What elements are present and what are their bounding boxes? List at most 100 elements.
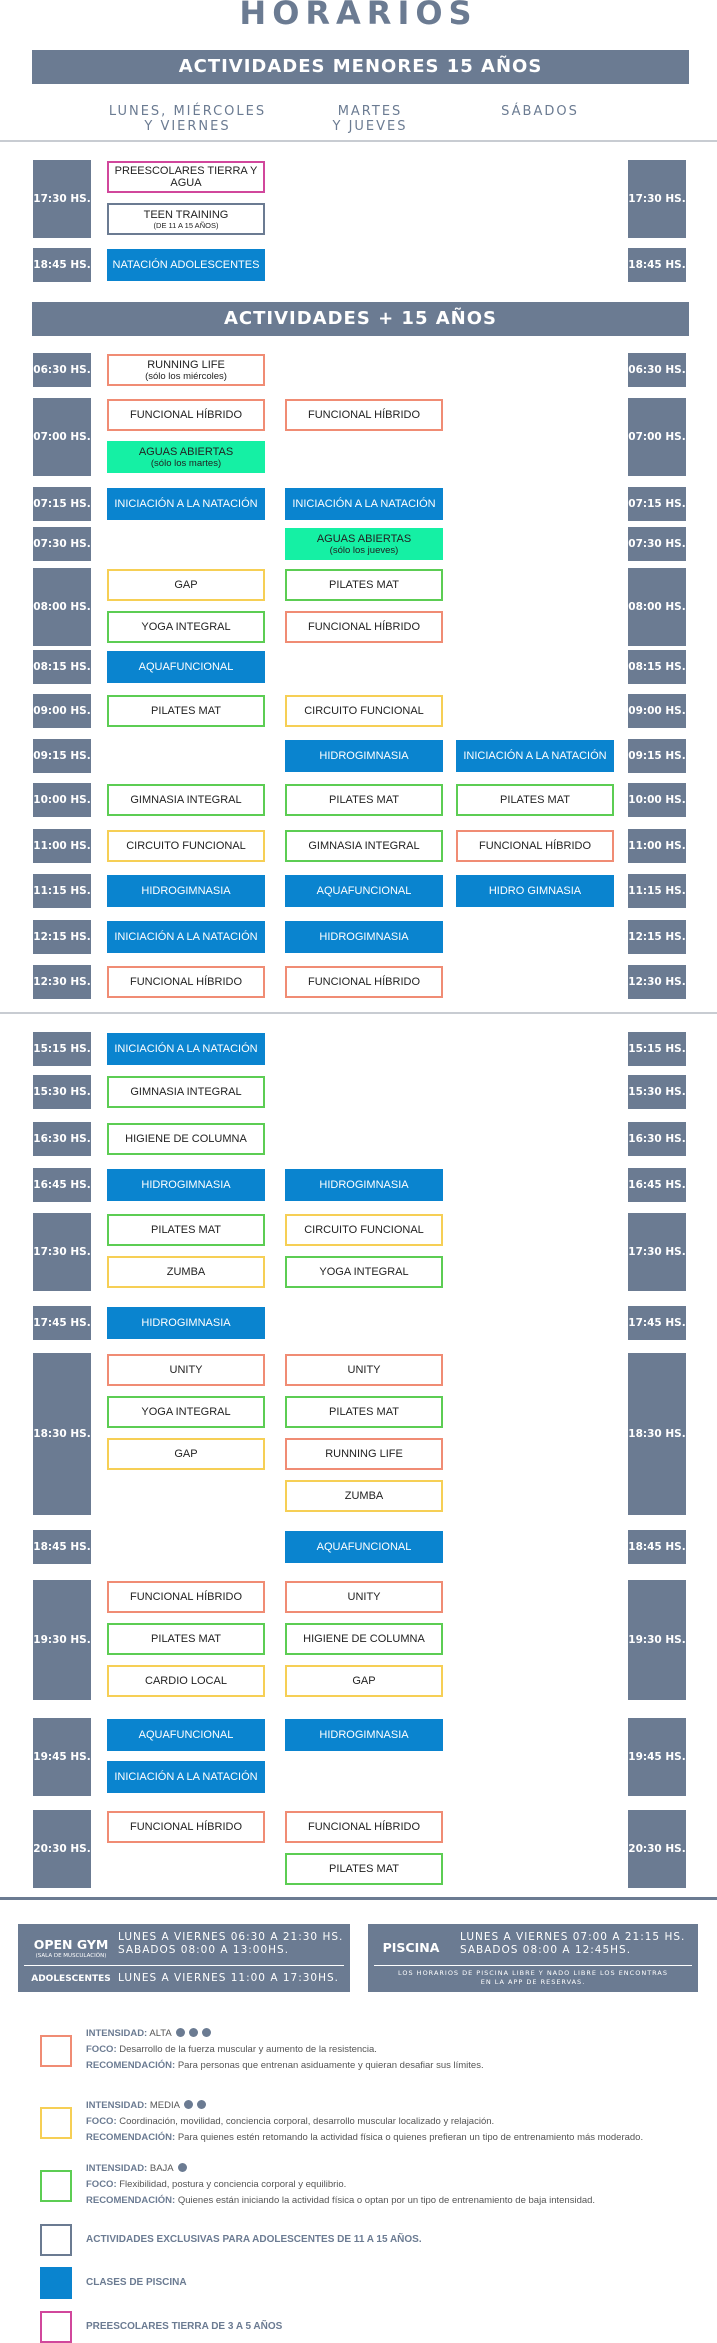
activity-item[interactable]: GAP: [107, 1438, 265, 1470]
activity-name: FUNCIONAL HÍBRIDO: [129, 1821, 243, 1833]
activity-item[interactable]: AQUAFUNCIONAL: [285, 875, 443, 907]
time-label-left: 09:15 HS.: [33, 739, 91, 773]
activity-item[interactable]: UNITY: [107, 1354, 265, 1386]
activity-item[interactable]: PILATES MAT: [107, 1214, 265, 1246]
activity-item[interactable]: YOGA INTEGRAL: [107, 1396, 265, 1428]
activity-item[interactable]: PILATES MAT: [285, 1396, 443, 1428]
activity-name: PILATES MAT: [329, 579, 399, 591]
activity-item[interactable]: FUNCIONAL HÍBRIDO: [285, 399, 443, 431]
activity-item[interactable]: ZUMBA: [107, 1256, 265, 1288]
activity-item[interactable]: GIMNASIA INTEGRAL: [107, 1076, 265, 1108]
activity-item[interactable]: CIRCUITO FUNCIONAL: [285, 1214, 443, 1246]
activity-item[interactable]: TEEN TRAINING(DE 11 A 15 AÑOS): [107, 203, 265, 235]
time-label-right: 07:15 HS.: [628, 487, 686, 521]
time-label-left: 18:45 HS.: [33, 248, 91, 282]
activity-item[interactable]: UNITY: [285, 1581, 443, 1613]
activity-name: CIRCUITO FUNCIONAL: [304, 705, 424, 717]
legend-foco-alta: Desarrollo de la fuerza muscular y aumen…: [119, 2044, 377, 2055]
legend-baja: INTENSIDAD: BAJA FOCO: Flexibilidad, pos…: [40, 2163, 596, 2209]
activity-name: FUNCIONAL HÍBRIDO: [478, 840, 592, 852]
activity-item[interactable]: RUNNING LIFE: [285, 1438, 443, 1470]
activity-item[interactable]: CIRCUITO FUNCIONAL: [285, 695, 443, 727]
activity-name: UNITY: [347, 1364, 381, 1376]
activity-item[interactable]: PILATES MAT: [456, 784, 614, 816]
activity-item[interactable]: INICIACIÓN A LA NATACIÓN: [107, 921, 265, 953]
activity-item[interactable]: FUNCIONAL HÍBRIDO: [107, 1581, 265, 1613]
dot-icon: [183, 2100, 193, 2109]
activity-item[interactable]: ZUMBA: [285, 1480, 443, 1512]
time-label-right: 15:30 HS.: [628, 1075, 686, 1109]
activity-item[interactable]: AQUAFUNCIONAL: [107, 651, 265, 683]
activity-item[interactable]: GAP: [285, 1665, 443, 1697]
activity-name: PILATES MAT: [329, 1406, 399, 1418]
activity-item[interactable]: INICIACIÓN A LA NATACIÓN: [107, 1761, 265, 1793]
activity-item[interactable]: GAP: [107, 569, 265, 601]
activity-item[interactable]: GIMNASIA INTEGRAL: [285, 830, 443, 862]
activity-item[interactable]: INICIACIÓN A LA NATACIÓN: [107, 1033, 265, 1065]
time-label-left: 10:00 HS.: [33, 783, 91, 817]
dot-icon: [175, 2028, 185, 2037]
activity-item[interactable]: INICIACIÓN A LA NATACIÓN: [107, 488, 265, 520]
activity-item[interactable]: PILATES MAT: [107, 1623, 265, 1655]
activity-item[interactable]: INICIACIÓN A LA NATACIÓN: [285, 488, 443, 520]
legend-teen: ACTIVIDADES EXCLUSIVAS PARA ADOLESCENTES…: [40, 2224, 422, 2256]
activity-item[interactable]: AGUAS ABIERTAS(sólo los martes): [107, 441, 265, 473]
activity-item[interactable]: HIGIENE DE COLUMNA: [285, 1623, 443, 1655]
activity-item[interactable]: FUNCIONAL HÍBRIDO: [285, 966, 443, 998]
activity-item[interactable]: HIDROGIMNASIA: [107, 875, 265, 907]
activity-item[interactable]: PILATES MAT: [285, 569, 443, 601]
activity-item[interactable]: YOGA INTEGRAL: [285, 1256, 443, 1288]
legend-alta: INTENSIDAD: ALTA FOCO: Desarrollo de la …: [40, 2028, 484, 2074]
time-label-right: 09:15 HS.: [628, 739, 686, 773]
activity-item[interactable]: PILATES MAT: [285, 1853, 443, 1885]
activity-name: ZUMBA: [166, 1266, 206, 1278]
activity-item[interactable]: GIMNASIA INTEGRAL: [107, 784, 265, 816]
open-gym-label: OPEN GYM: [33, 1937, 109, 1952]
activity-item[interactable]: FUNCIONAL HÍBRIDO: [285, 1811, 443, 1843]
activity-item[interactable]: FUNCIONAL HÍBRIDO: [456, 830, 614, 862]
activity-name: FUNCIONAL HÍBRIDO: [307, 621, 421, 633]
activity-item[interactable]: FUNCIONAL HÍBRIDO: [107, 399, 265, 431]
activity-item[interactable]: RUNNING LIFE(sólo los miércoles): [107, 354, 265, 386]
activity-item[interactable]: AQUAFUNCIONAL: [285, 1531, 443, 1563]
activity-item[interactable]: PILATES MAT: [285, 784, 443, 816]
activity-item[interactable]: FUNCIONAL HÍBRIDO: [107, 966, 265, 998]
activity-item[interactable]: UNITY: [285, 1354, 443, 1386]
activity-name: GIMNASIA INTEGRAL: [308, 840, 420, 852]
activity-item[interactable]: CARDIO LOCAL: [107, 1665, 265, 1697]
time-label-left: 09:00 HS.: [33, 694, 91, 728]
activity-item[interactable]: FUNCIONAL HÍBRIDO: [107, 1811, 265, 1843]
activity-item[interactable]: HIDROGIMNASIA: [107, 1169, 265, 1201]
time-label-left: 19:45 HS.: [33, 1718, 91, 1796]
activity-item[interactable]: HIDROGIMNASIA: [107, 1307, 265, 1339]
activity-item[interactable]: CIRCUITO FUNCIONAL: [107, 830, 265, 862]
activity-item[interactable]: HIDROGIMNASIA: [285, 1169, 443, 1201]
activity-name: FUNCIONAL HÍBRIDO: [129, 409, 243, 421]
footer-divider: [0, 1897, 717, 1900]
activity-item[interactable]: HIGIENE DE COLUMNA: [107, 1123, 265, 1155]
activity-item[interactable]: FUNCIONAL HÍBRIDO: [285, 611, 443, 643]
time-label-right: 18:45 HS.: [628, 248, 686, 282]
teen-gym-label: ADOLESCENTES: [31, 1974, 111, 1984]
activity-item[interactable]: HIDROGIMNASIA: [285, 921, 443, 953]
time-label-left: 16:30 HS.: [33, 1122, 91, 1156]
time-label-left: 17:45 HS.: [33, 1306, 91, 1340]
time-label-left: 18:30 HS.: [33, 1353, 91, 1515]
activity-item[interactable]: AQUAFUNCIONAL: [107, 1719, 265, 1751]
activity-item[interactable]: AGUAS ABIERTAS(sólo los jueves): [285, 528, 443, 560]
activity-item[interactable]: HIDROGIMNASIA: [285, 1719, 443, 1751]
activity-item[interactable]: YOGA INTEGRAL: [107, 611, 265, 643]
activity-item[interactable]: HIDROGIMNASIA: [285, 740, 443, 772]
activity-item[interactable]: INICIACIÓN A LA NATACIÓN: [456, 740, 614, 772]
activity-name: HIDROGIMNASIA: [141, 1179, 231, 1191]
activity-item[interactable]: HIDRO GIMNASIA: [456, 875, 614, 907]
activity-item[interactable]: NATACIÓN ADOLESCENTES: [107, 249, 265, 281]
activity-item[interactable]: PREESCOLARES TIERRA Y AGUA: [107, 161, 265, 193]
time-label-left: 07:30 HS.: [33, 527, 91, 561]
open-gym-hours: LUNES A VIERNES 06:30 A 21:30 HS. SABADO…: [118, 1931, 344, 1956]
time-label-right: 20:30 HS.: [628, 1810, 686, 1888]
activity-name: GIMNASIA INTEGRAL: [130, 1086, 242, 1098]
activity-item[interactable]: PILATES MAT: [107, 695, 265, 727]
time-label-right: 16:45 HS.: [628, 1168, 686, 1202]
legend-rec-baja: Quienes están iniciando la actividad fís…: [177, 2195, 596, 2206]
